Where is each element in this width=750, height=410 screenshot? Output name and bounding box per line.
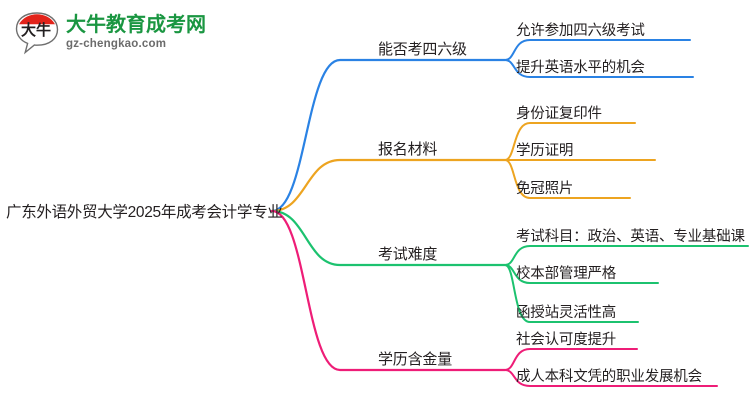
mindmap-leaf-node[interactable]: 校本部管理严格 bbox=[516, 266, 617, 282]
logo-title: 大牛教育成考网 bbox=[66, 14, 206, 37]
mindmap-leaf-node[interactable]: 成人本科文凭的职业发展机会 bbox=[516, 369, 702, 385]
mindmap-branch-node[interactable]: 能否考四六级 bbox=[378, 41, 467, 58]
branch-connector bbox=[270, 39, 694, 213]
mindmap-branch-node[interactable]: 报名材料 bbox=[378, 141, 438, 158]
svg-text:大牛: 大牛 bbox=[21, 21, 51, 39]
branch-connector bbox=[270, 209, 718, 387]
mindmap-root-node[interactable]: 广东外语外贸大学2025年成考会计学专业 bbox=[6, 204, 283, 221]
mindmap-leaf-node[interactable]: 考试科目：政治、英语、专业基础课 bbox=[516, 229, 745, 245]
mindmap-leaf-node[interactable]: 免冠照片 bbox=[516, 181, 574, 197]
mindmap-leaf-node[interactable]: 提升英语水平的机会 bbox=[516, 60, 645, 76]
mindmap-leaf-node[interactable]: 学历证明 bbox=[516, 143, 574, 159]
mindmap-leaf-node[interactable]: 函授站灵活性高 bbox=[516, 305, 617, 321]
mindmap-branch-node[interactable]: 学历含金量 bbox=[378, 351, 453, 368]
daniu-speech-bubble-logo-icon: 大牛 bbox=[14, 11, 60, 55]
mindmap-leaf-node[interactable]: 身份证复印件 bbox=[516, 106, 602, 122]
logo-subtitle: gz-chengkao.com bbox=[66, 38, 167, 51]
site-logo[interactable]: 大牛 大牛教育成考网 gz-chengkao.com bbox=[14, 8, 244, 58]
mindmap-leaf-node[interactable]: 社会认可度提升 bbox=[516, 332, 617, 348]
mindmap-leaf-node[interactable]: 允许参加四六级考试 bbox=[516, 23, 645, 39]
branch-connector bbox=[270, 209, 749, 323]
mindmap-branch-node[interactable]: 考试难度 bbox=[378, 246, 438, 263]
branch-connector bbox=[270, 122, 656, 213]
